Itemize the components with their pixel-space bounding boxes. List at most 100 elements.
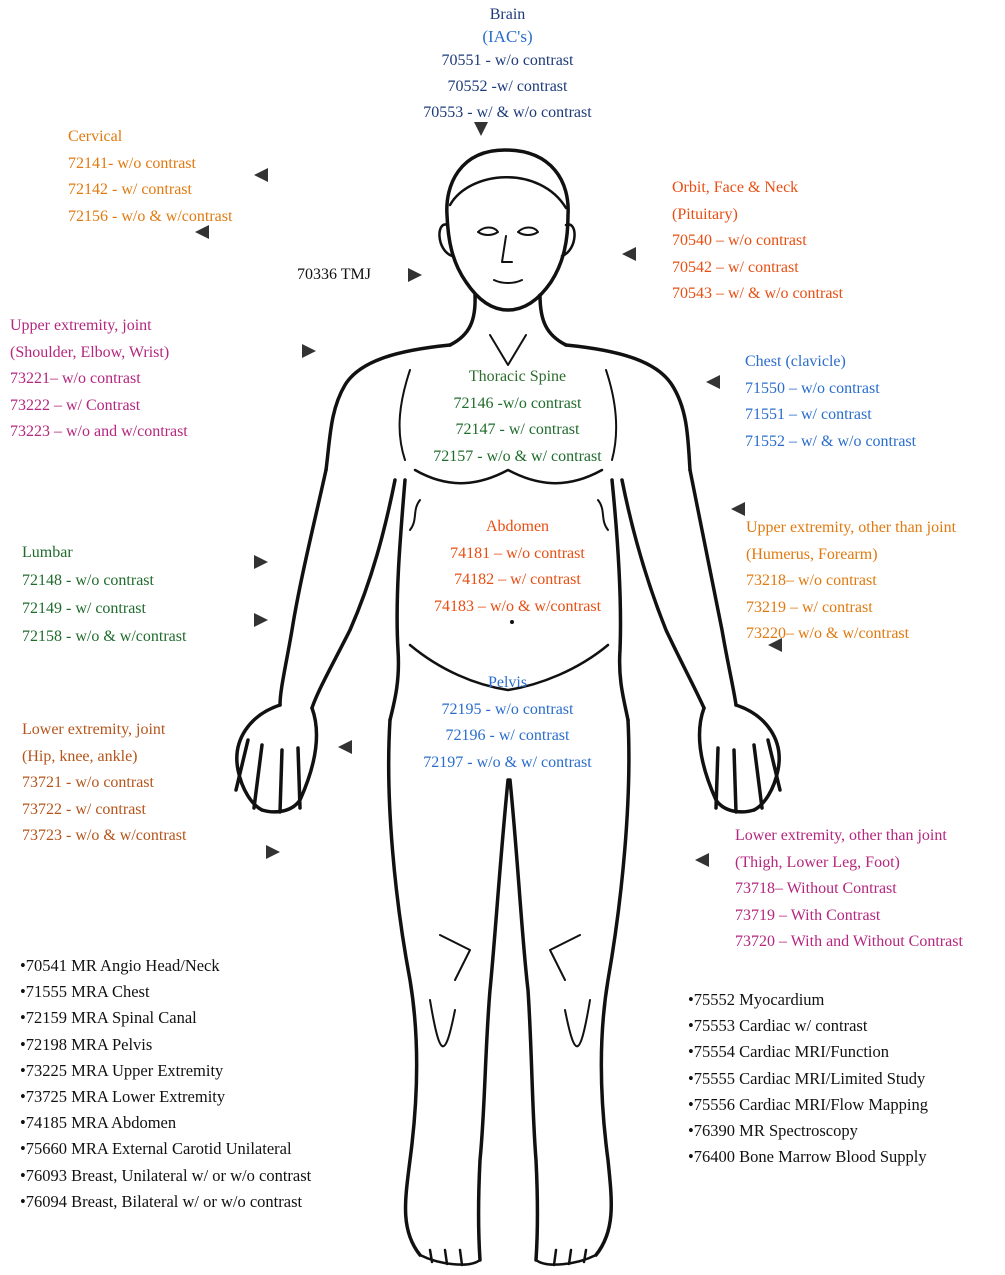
upper-joint-arrow-icon	[302, 344, 316, 358]
neck-lines	[490, 335, 526, 365]
pelvis-item: 72195 - w/o contrast	[395, 697, 620, 724]
lower-joint-subtitle: (Hip, knee, ankle)	[22, 744, 186, 771]
lower-joint-title: Lower extremity, joint	[22, 717, 186, 744]
left-leg-inner	[479, 780, 509, 1260]
pelvis-item: 72196 - w/ contrast	[395, 723, 620, 750]
upper-other-title: Upper extremity, other than joint	[746, 515, 956, 542]
lower-joint-item: 73722 - w/ contrast	[22, 797, 186, 824]
list-item: •76390 MR Spectroscopy	[688, 1118, 928, 1144]
upper-other-item: 73218– w/o contrast	[746, 568, 956, 595]
lumbar-arrow-2-icon	[254, 613, 268, 627]
cardiac-list: •75552 Myocardium •75553 Cardiac w/ cont…	[688, 987, 928, 1170]
list-item: •75556 Cardiac MRI/Flow Mapping	[688, 1092, 928, 1118]
lower-joint-item: 73721 - w/o contrast	[22, 770, 186, 797]
navel-dot	[510, 620, 514, 624]
list-item: •74185 MRA Abdomen	[20, 1110, 311, 1136]
orbit-title: Orbit, Face & Neck	[672, 175, 843, 202]
chest-item: 71550 – w/o contrast	[745, 376, 916, 403]
thoracic-title: Thoracic Spine	[405, 364, 630, 391]
right-eye	[518, 228, 538, 236]
pelvis-title: Pelvis	[395, 670, 620, 697]
cervical-item: 72142 - w/ contrast	[68, 177, 232, 204]
cervical-arrow-icon	[254, 168, 268, 182]
neck-left	[450, 295, 475, 345]
lumbar-item: 72148 - w/o contrast	[22, 567, 186, 595]
thoracic-item: 72146 -w/o contrast	[405, 391, 630, 418]
orbit-item: 70542 – w/ contrast	[672, 255, 843, 282]
chest-arrow-icon	[706, 375, 720, 389]
list-item: •73225 MRA Upper Extremity	[20, 1058, 311, 1084]
brain-item: 70552 -w/ contrast	[395, 74, 620, 100]
chest-item: 71552 – w/ & w/o contrast	[745, 429, 916, 456]
list-item: •76093 Breast, Unilateral w/ or w/o cont…	[20, 1163, 311, 1189]
lumbar-item: 72158 - w/o & w/contrast	[22, 623, 186, 651]
lumbar-item: 72149 - w/ contrast	[22, 595, 186, 623]
chest-item: 71551 – w/ contrast	[745, 402, 916, 429]
lumbar-title: Lumbar	[22, 539, 186, 567]
list-item: •75660 MRA External Carotid Unilateral	[20, 1136, 311, 1162]
list-item: •71555 MRA Chest	[20, 979, 311, 1005]
hair-line	[450, 177, 566, 208]
list-item: •75554 Cardiac MRI/Function	[688, 1039, 928, 1065]
right-foot	[536, 1250, 596, 1265]
upper-other-arrow-icon	[731, 502, 745, 516]
lower-other-item: 73718– Without Contrast	[735, 876, 963, 903]
right-arm-outer	[690, 470, 736, 705]
upper-joint-subtitle: (Shoulder, Elbow, Wrist)	[10, 340, 188, 367]
abdomen-item: 74182 – w/ contrast	[405, 567, 630, 594]
head-outline	[447, 150, 568, 310]
lower-other-title: Lower extremity, other than joint	[735, 823, 963, 850]
lower-joint-item: 73723 - w/o & w/contrast	[22, 823, 186, 850]
brain-item: 70553 - w/ & w/o contrast	[395, 100, 620, 126]
abdomen-label: Abdomen 74181 – w/o contrast 74182 – w/ …	[405, 514, 630, 620]
abdomen-item: 74183 – w/o & w/contrast	[405, 594, 630, 621]
upper-joint-item: 73221– w/o contrast	[10, 366, 188, 393]
mouth	[494, 280, 522, 283]
knee-lines	[430, 935, 590, 1046]
thoracic-label: Thoracic Spine 72146 -w/o contrast 72147…	[405, 364, 630, 470]
list-item: •75555 Cardiac MRI/Limited Study	[688, 1066, 928, 1092]
lower-other-label: Lower extremity, other than joint (Thigh…	[735, 823, 963, 956]
lower-other-item: 73720 – With and Without Contrast	[735, 929, 963, 956]
list-item: •76094 Breast, Bilateral w/ or w/o contr…	[20, 1189, 311, 1215]
list-item: •76400 Bone Marrow Blood Supply	[688, 1144, 928, 1170]
lumbar-label: Lumbar 72148 - w/o contrast 72149 - w/ c…	[22, 539, 186, 651]
orbit-item: 70540 – w/o contrast	[672, 228, 843, 255]
left-hand	[236, 705, 316, 812]
left-leg-outer	[389, 720, 420, 1255]
lower-joint-arrow-icon	[338, 740, 352, 754]
orbit-arrow-icon	[622, 247, 636, 261]
cervical-title: Cervical	[68, 124, 232, 151]
lower-other-arrow-icon	[695, 853, 709, 867]
cervical-label: Cervical 72141- w/o contrast 72142 - w/ …	[68, 124, 232, 230]
cervical-item: 72141- w/o contrast	[68, 151, 232, 178]
list-item: •73725 MRA Lower Extremity	[20, 1084, 311, 1110]
abdomen-title: Abdomen	[405, 514, 630, 541]
right-leg-outer	[596, 720, 629, 1255]
pelvis-label: Pelvis 72195 - w/o contrast 72196 - w/ c…	[395, 670, 620, 776]
pectoral-line	[415, 470, 602, 483]
list-item: •72159 MRA Spinal Canal	[20, 1005, 311, 1031]
list-item: •72198 MRA Pelvis	[20, 1032, 311, 1058]
thoracic-item: 72157 - w/o & w/ contrast	[405, 444, 630, 471]
brain-subtitle: (IAC's)	[395, 26, 620, 48]
orbit-label: Orbit, Face & Neck (Pituitary) 70540 – w…	[672, 175, 843, 308]
left-arm-outer	[280, 470, 326, 705]
brain-title: Brain	[395, 4, 620, 26]
nose	[502, 236, 512, 262]
upper-joint-item: 73223 – w/o and w/contrast	[10, 419, 188, 446]
right-hand	[700, 705, 780, 812]
upper-joint-item: 73222 – w/ Contrast	[10, 393, 188, 420]
upper-joint-title: Upper extremity, joint	[10, 313, 188, 340]
cervical-item: 72156 - w/o & w/contrast	[68, 204, 232, 231]
upper-other-label: Upper extremity, other than joint (Humer…	[746, 515, 956, 648]
upper-joint-label: Upper extremity, joint (Shoulder, Elbow,…	[10, 313, 188, 446]
tmj-arrow-icon	[408, 268, 422, 282]
lower-other-item: 73719 – With Contrast	[735, 903, 963, 930]
orbit-item: 70543 – w/ & w/o contrast	[672, 281, 843, 308]
tmj-label: 70336 TMJ	[297, 262, 371, 289]
right-arm-inner	[622, 480, 704, 708]
list-item: •75552 Myocardium	[688, 987, 928, 1013]
neck-right	[540, 295, 566, 345]
brain-label: Brain (IAC's) 70551 - w/o contrast 70552…	[395, 4, 620, 126]
